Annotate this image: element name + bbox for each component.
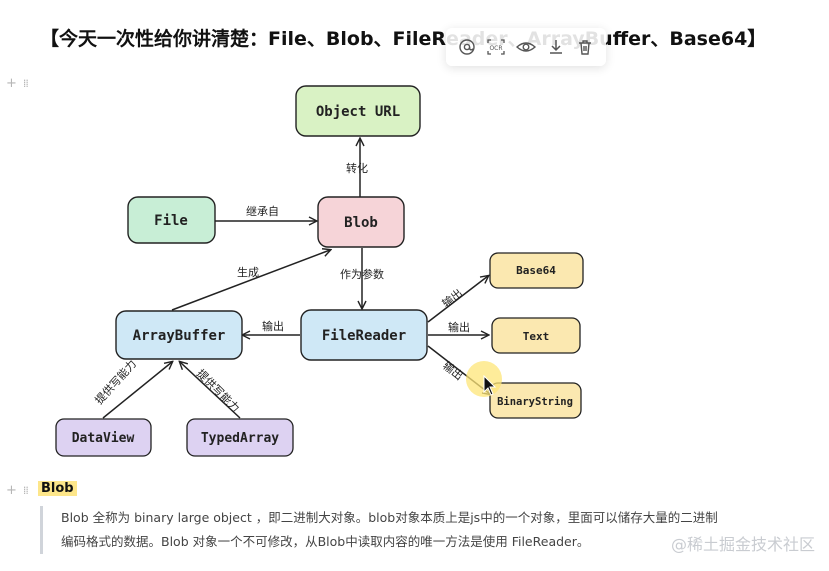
node-binarystring: BinaryString [489, 382, 582, 419]
download-icon[interactable] [545, 36, 567, 58]
edge-filereader-base64 [427, 276, 488, 323]
edge-label-output-text: 输出 [448, 320, 470, 334]
paragraph-line: 编码格式的数据。Blob 对象一个不可修改，从Blob中读取内容的唯一方法是使用… [61, 534, 590, 549]
section-tag-blob: Blob [38, 481, 77, 496]
watermark: @稀土掘金技术社区 [670, 535, 815, 554]
node-label: Base64 [516, 264, 556, 277]
mouse-pointer-icon [483, 375, 497, 396]
node-blob: Blob [317, 196, 405, 248]
edge-arraybuffer-blob [171, 250, 330, 311]
edge-label-generate: 生成 [237, 265, 259, 279]
relationship-diagram: 转化 继承自 作为参数 生成 输出 输出 输出 输出 提供写能力 提供写能力 O… [55, 85, 584, 457]
edge-typedarray-arraybuffer [180, 362, 241, 419]
add-block-icon[interactable]: + [6, 483, 17, 498]
node-label: DataView [72, 431, 135, 446]
node-label: Text [523, 330, 550, 343]
eye-icon[interactable] [515, 36, 537, 58]
node-label: BinaryString [497, 396, 573, 408]
edge-label-output-binary: 输出 [440, 358, 466, 383]
edge-label-provide-write-ta: 提供写能力 [194, 366, 243, 415]
node-typedarray: TypedArray [186, 418, 294, 457]
block-handle[interactable]: + ⁞⁞ [6, 483, 29, 498]
add-block-icon[interactable]: + [6, 76, 17, 91]
node-arraybuffer: ArrayBuffer [115, 310, 243, 360]
drag-grip-icon[interactable]: ⁞⁞ [22, 77, 29, 90]
block-handle[interactable]: + ⁞⁞ [6, 76, 29, 91]
node-filereader: FileReader [300, 309, 428, 361]
edge-label-inherit: 继承自 [246, 205, 279, 218]
blob-description-quote: Blob 全称为 binary large object ，即二进制大对象。bl… [40, 506, 740, 554]
node-label: TypedArray [201, 431, 279, 446]
node-base64: Base64 [489, 252, 584, 289]
ocr-icon[interactable]: OCR [485, 36, 507, 58]
node-label: FileReader [322, 328, 406, 344]
image-toolbar: OCR [446, 28, 606, 66]
paragraph-line: Blob 全称为 binary large object ，即二进制大对象。bl… [61, 510, 718, 525]
node-object-url: Object URL [295, 85, 421, 137]
edge-label-convert: 转化 [346, 161, 368, 175]
node-label: ArrayBuffer [133, 328, 226, 344]
node-label: Object URL [316, 104, 400, 120]
node-dataview: DataView [55, 418, 152, 457]
trash-icon[interactable] [574, 36, 596, 58]
edge-dataview-arraybuffer [102, 362, 172, 419]
edge-label-as-param: 作为参数 [340, 267, 384, 281]
node-label: Blob [344, 215, 378, 231]
ocr-label: OCR [490, 45, 503, 52]
edge-label-output-base64: 输出 [439, 286, 465, 311]
edge-label-provide-write-dv: 提供写能力 [92, 357, 139, 407]
edge-label-output-ab: 输出 [262, 319, 284, 333]
node-text: Text [491, 317, 581, 354]
drag-grip-icon[interactable]: ⁞⁞ [22, 484, 29, 497]
node-label: File [154, 213, 188, 229]
node-file: File [127, 196, 216, 244]
at-icon[interactable] [456, 36, 478, 58]
